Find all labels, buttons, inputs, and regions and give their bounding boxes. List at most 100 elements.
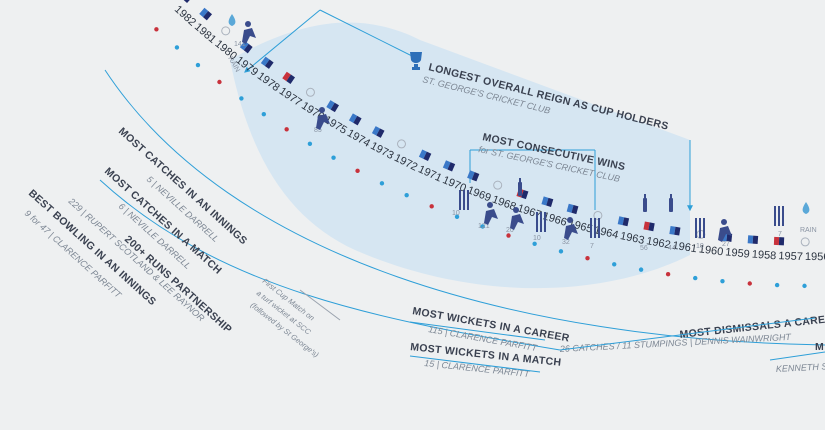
value-20: 20 <box>506 227 514 234</box>
record-catches-innings-title: MOST CATCHES IN AN INNINGS <box>116 125 249 247</box>
year-label: 1959 <box>725 246 751 260</box>
timeline-dot <box>558 249 564 254</box>
year-label: 1957 <box>778 250 803 263</box>
record-kenneth-sub: KENNETH S <box>776 361 825 374</box>
timeline-dot <box>506 233 511 238</box>
record-catches-match-title: MOST CATCHES IN A MATCH <box>102 165 224 277</box>
result-square <box>773 236 785 246</box>
timeline-dot <box>284 127 289 132</box>
first-cup-leader <box>299 289 341 321</box>
value-10b: 10 <box>533 235 541 242</box>
empty-result-marker <box>800 237 810 247</box>
trophy-icon <box>410 52 422 70</box>
wicket-icon <box>459 190 469 210</box>
runner-icon <box>718 219 732 242</box>
value-7: 7 <box>590 243 594 250</box>
timeline-dot <box>379 181 385 186</box>
reign-arrow-left <box>244 9 321 73</box>
dismissals-underline <box>559 317 816 351</box>
empty-result-marker <box>493 180 503 190</box>
result-square <box>747 235 759 244</box>
value-56: 56 <box>640 245 648 252</box>
result-square <box>442 160 456 172</box>
timeline-dot <box>217 79 222 85</box>
timeline-dots <box>154 27 807 289</box>
value-7b: 7 <box>778 231 782 238</box>
timeline-dot <box>239 96 244 101</box>
runner-icon <box>242 21 256 44</box>
timeline-dot <box>429 204 434 209</box>
timeline-dot <box>720 278 725 284</box>
result-square <box>348 113 362 126</box>
outer-arc-2 <box>99 179 561 351</box>
year-label: 1958 <box>751 249 776 263</box>
value-27: 27 <box>722 241 730 248</box>
raindrop-icon <box>228 14 236 26</box>
timeline-dot <box>802 283 807 289</box>
bottle-icon <box>643 194 647 212</box>
raindrop-icon <box>802 202 810 214</box>
runner-icon <box>510 207 524 230</box>
timeline-dot <box>480 224 485 229</box>
empty-result-marker <box>396 139 406 149</box>
runner-icon <box>564 217 578 240</box>
rain-label-2: RAIN <box>800 227 817 234</box>
wickets-career-underline <box>409 321 546 341</box>
value-44: 44 <box>668 245 676 252</box>
timeline-dot <box>693 275 698 281</box>
wickets-match-underline <box>409 355 541 373</box>
result-square <box>199 7 213 21</box>
result-square <box>183 0 193 4</box>
value-32: 32 <box>562 239 570 246</box>
timeline-dot <box>154 27 159 32</box>
result-square <box>418 149 432 161</box>
timeline-dot <box>307 141 313 147</box>
timeline-dot <box>747 281 752 286</box>
reign-arrow <box>319 9 421 61</box>
outer-arc-1 <box>104 69 825 346</box>
timeline-dot <box>261 111 267 117</box>
result-square <box>260 56 274 69</box>
timeline-dot <box>331 155 336 160</box>
bottle-icon <box>669 194 673 212</box>
value-85: 85 <box>314 127 322 134</box>
wicket-icon <box>774 206 784 226</box>
result-square <box>643 221 655 232</box>
runner-icon <box>484 202 498 225</box>
empty-result-marker <box>305 87 315 97</box>
timeline-dot <box>404 192 409 198</box>
year-label: 1960 <box>698 243 724 258</box>
result-square <box>326 100 340 113</box>
result-square <box>617 216 630 227</box>
value-121: 121 <box>478 223 490 230</box>
timeline-dot <box>532 241 537 247</box>
record-kenneth-title: M <box>815 341 824 353</box>
result-square <box>541 196 554 207</box>
result-square <box>282 71 296 84</box>
result-square <box>669 226 681 236</box>
year-label: 1981 <box>192 21 218 46</box>
result-square <box>566 203 579 215</box>
timeline-dot <box>585 255 590 261</box>
kenneth-underline <box>769 351 825 361</box>
runner-icon <box>316 107 330 130</box>
reign-highlight-band <box>230 22 690 289</box>
year-label: 1982 <box>172 3 198 28</box>
year-label: 1962 <box>645 235 671 251</box>
wicket-icon <box>695 218 705 238</box>
wicket-icon <box>536 212 546 232</box>
empty-result-marker <box>221 26 231 36</box>
result-square <box>467 170 480 182</box>
bottle-icon <box>518 178 522 196</box>
value-10c: 10 <box>696 243 704 250</box>
timeline-dot <box>174 45 180 50</box>
wicket-icon <box>590 218 600 238</box>
timeline-dot <box>665 272 671 277</box>
timeline-dot <box>454 214 460 219</box>
empty-result-marker <box>593 210 603 220</box>
timeline-dot <box>774 282 780 288</box>
year-label: 1956 <box>805 251 825 263</box>
timeline-dot <box>612 262 617 267</box>
value-141: 141 <box>234 41 246 48</box>
timeline-dot <box>355 168 360 174</box>
